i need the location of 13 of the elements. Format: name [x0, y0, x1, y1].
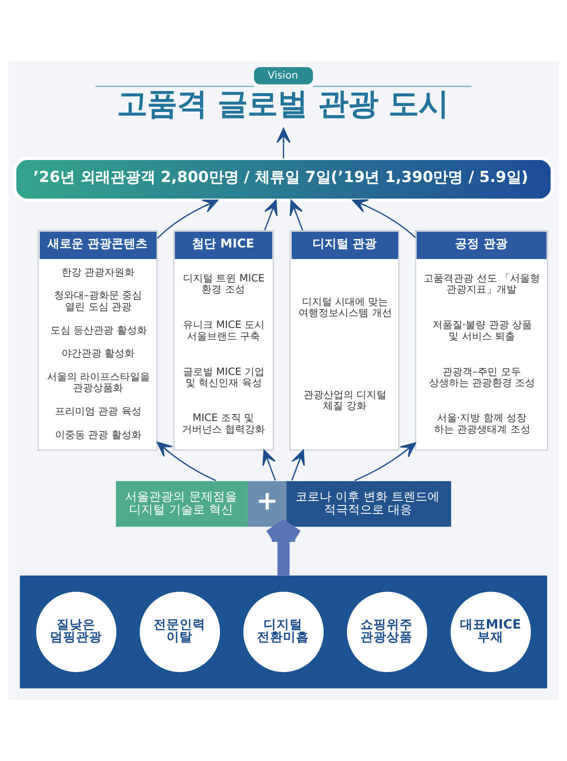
arrow — [352, 199, 416, 238]
arrow — [291, 450, 305, 481]
cluster — [20, 576, 548, 688]
arrow — [264, 520, 304, 576]
node-box: ’26년 외래관광객 2,800만명 / 체류일 7일(’19년 1,390만명 / 5.9일) — [13, 157, 554, 202]
arrow — [290, 200, 304, 230]
node-label: 고품격 글로벌 관광 도시 — [116, 86, 449, 122]
arrow — [262, 450, 276, 481]
arrow — [264, 200, 278, 230]
arrow — [156, 442, 216, 482]
arrow — [354, 442, 416, 482]
arrow — [276, 128, 290, 158]
arrow — [156, 200, 218, 239]
